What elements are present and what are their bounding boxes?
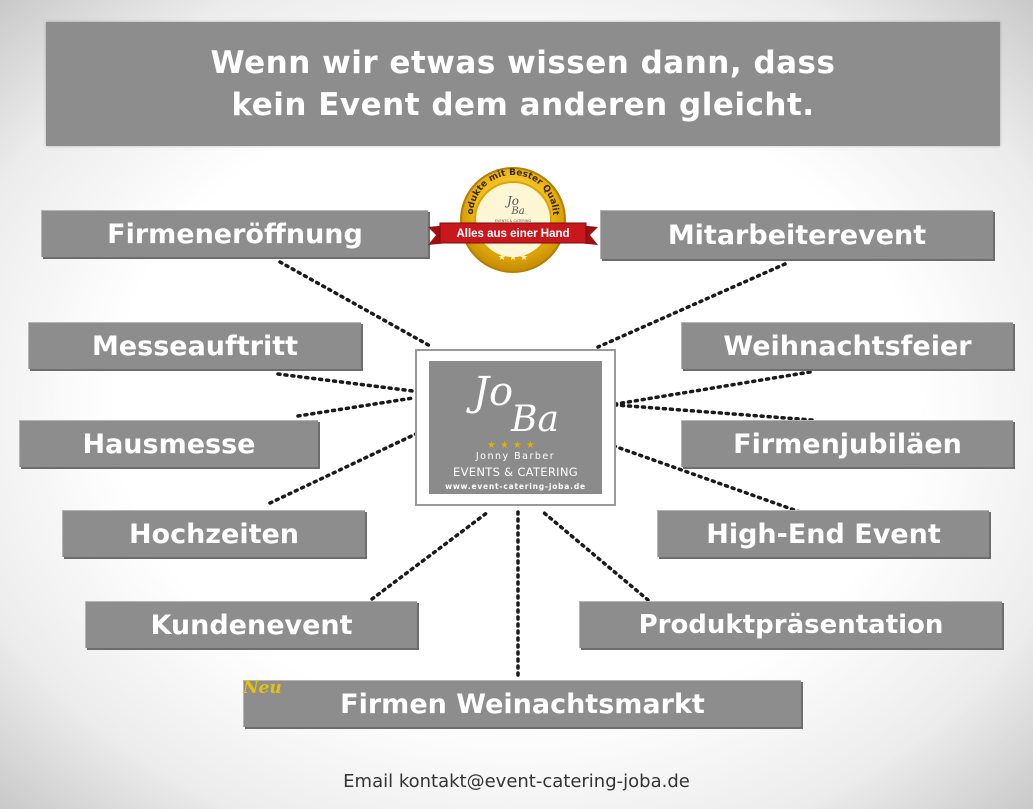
center-logo-frame: Jo Ba ★★★★ Jonny Barber EVENTS & CATERIN… (415, 349, 616, 506)
event-box-high-end-event: High-End Event (657, 510, 989, 557)
new-tag: Neu (243, 678, 282, 698)
connector-firmenjubilaeen (614, 403, 814, 422)
event-box-kundenevent: Kundenevent (85, 601, 417, 648)
footer-email: Email kontakt@event-catering-joba.de (343, 771, 690, 792)
joba-logo: Jo Ba ★★★★ Jonny Barber EVENTS & CATERIN… (429, 361, 602, 494)
logo-url: www.event-catering-joba.de (445, 482, 586, 491)
connector-weihnachtsfeier (614, 370, 812, 406)
connector-firmeneroeffnung (278, 260, 434, 349)
event-box-messeauftritt: Messeauftritt (28, 322, 361, 369)
event-box-produktpraesentation: Produktpräsentation (579, 601, 1002, 648)
event-label: Firmen Weinachtsmarkt (340, 688, 705, 720)
event-box-hochzeiten: Hochzeiten (62, 510, 365, 557)
connector-messeauftritt (276, 372, 415, 393)
connector-hausmesse (296, 396, 415, 418)
headline-line-1: Wenn wir etwas wissen dann, dass (210, 45, 836, 81)
connector-mitarbeiterevent (596, 262, 787, 349)
event-box-firmeneroeffnung: Firmeneröffnung (41, 210, 428, 257)
event-box-hausmesse: Hausmesse (19, 420, 318, 467)
logo-name: Jonny Barber (475, 451, 556, 462)
logo-ba: Ba (511, 399, 559, 440)
event-label: High-End Event (706, 518, 941, 550)
connector-high-end-event (612, 444, 802, 514)
event-label: Hochzeiten (128, 518, 300, 550)
headline-banner: Wenn wir etwas wissen dann, dass kein Ev… (46, 22, 1000, 146)
seal-inner-text: EVENTS & CATERING (495, 219, 532, 223)
svg-text:Jo: Jo (504, 194, 519, 208)
headline-line-2: kein Event dem anderen gleicht. (231, 87, 815, 123)
logo-stars-icon: ★★★★ (487, 440, 539, 451)
quality-seal-icon: Produkte mit Bester Qualität Jo Ba EVENT… (428, 165, 598, 273)
logo-events: EVENTS & CATERING (453, 465, 578, 479)
event-label: Produktpräsentation (638, 610, 944, 640)
event-label: Hausmesse (82, 428, 256, 460)
connector-hochzeiten (268, 430, 422, 505)
event-box-mitarbeiterevent: Mitarbeiterevent (600, 210, 993, 259)
svg-text:Ba: Ba (510, 206, 524, 217)
logo-jo: Jo (473, 369, 514, 415)
event-label: Weihnachtsfeier (723, 330, 972, 362)
event-label: Messeauftritt (91, 330, 299, 362)
event-label: Firmeneröffnung (107, 218, 363, 250)
event-box-firmenjubilaeen: Firmenjubiläen (681, 420, 1013, 467)
event-label: Kundenevent (150, 609, 353, 641)
event-label: Mitarbeiterevent (667, 219, 927, 251)
event-label: Firmenjubiläen (733, 428, 962, 460)
connector-kundenevent (370, 510, 490, 601)
event-box-firmen-weinachtsmarkt: Firmen Weinachtsmarkt (243, 680, 801, 727)
connector-produktpraesentation (541, 510, 650, 602)
svg-text:★ ★ ★: ★ ★ ★ (498, 253, 528, 263)
seal-ribbon-text: Alles aus einer Hand (456, 228, 569, 240)
event-box-weihnachtsfeier: Weihnachtsfeier (681, 322, 1013, 369)
